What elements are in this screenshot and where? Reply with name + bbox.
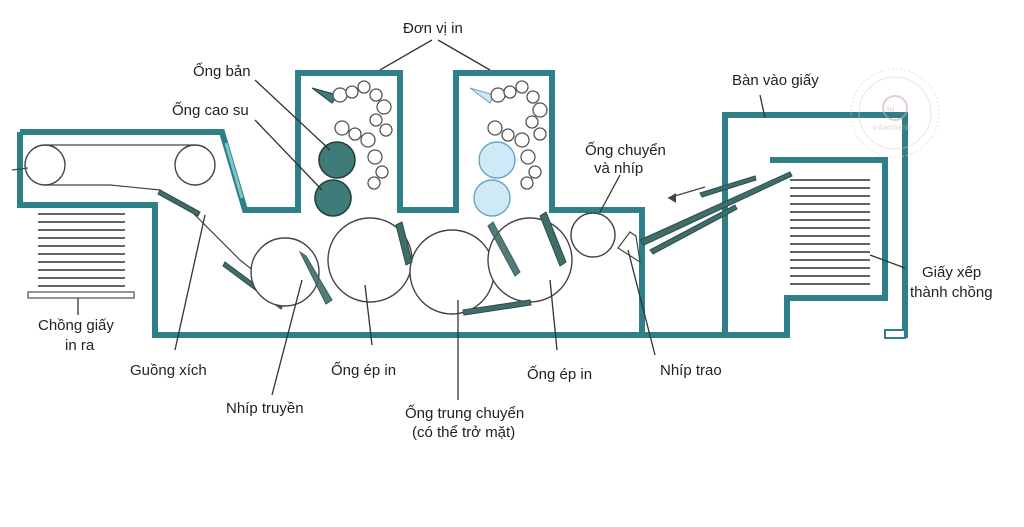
- main-cylinders: [250, 211, 641, 316]
- labels: Đơn vị in Ống bản Ống cao su Bàn vào giấ…: [38, 20, 993, 441]
- feeder-board: [639, 171, 793, 255]
- transfer-gripper-cylinder: [570, 212, 616, 258]
- label-don-vi-in: Đơn vị in: [403, 20, 463, 37]
- leader-lines: [77, 39, 906, 400]
- transfer-cylinder-middle: [409, 229, 495, 315]
- transfer-drum-delivery: [250, 237, 320, 307]
- label-ong-cao-su: Ống cao su: [172, 101, 249, 119]
- label-nhip-trao: Nhíp trao: [660, 362, 722, 379]
- label-giay-xep-2: thành chồng: [910, 284, 993, 301]
- feed-pile: [790, 179, 906, 339]
- printing-unit-2: [469, 80, 548, 217]
- machine-frame: [17, 70, 908, 338]
- delivery-pile: [27, 213, 135, 299]
- watermark-letter: in: [887, 105, 894, 114]
- delivery-chain: [11, 144, 291, 310]
- label-ong-ep-in-left: Ống ép in: [331, 361, 396, 379]
- watermark-logo: in inhanhanh: [850, 68, 940, 158]
- label-chong-giay-1: Chồng giấy: [38, 317, 114, 334]
- blanket-cylinder-2: [473, 179, 511, 217]
- label-ong-chuyen-1: Ống chuyển: [585, 141, 666, 159]
- label-ban-vao-giay: Bàn vào giấy: [732, 72, 819, 89]
- label-ong-chuyen-2: và nhíp: [594, 160, 643, 177]
- label-giay-xep-1: Giấy xếp: [922, 264, 981, 281]
- blanket-cylinder-1: [314, 179, 352, 217]
- label-ong-trung-chuyen-2: (có thể trở mặt): [412, 424, 515, 441]
- label-chong-giay-2: in ra: [65, 337, 95, 354]
- label-guong-xich: Guồng xích: [130, 362, 207, 379]
- plate-cylinder-2: [478, 141, 516, 179]
- plate-cylinder-1: [318, 141, 356, 179]
- watermark-text: inhanhanh: [873, 123, 910, 132]
- label-nhip-truyen: Nhíp truyền: [226, 400, 304, 417]
- label-ong-trung-chuyen-1: Ống trung chuyển: [405, 404, 524, 422]
- label-ong-ep-in-right: Ống ép in: [527, 365, 592, 383]
- printing-unit-1: [311, 80, 393, 217]
- label-ong-ban: Ống bản: [193, 62, 251, 80]
